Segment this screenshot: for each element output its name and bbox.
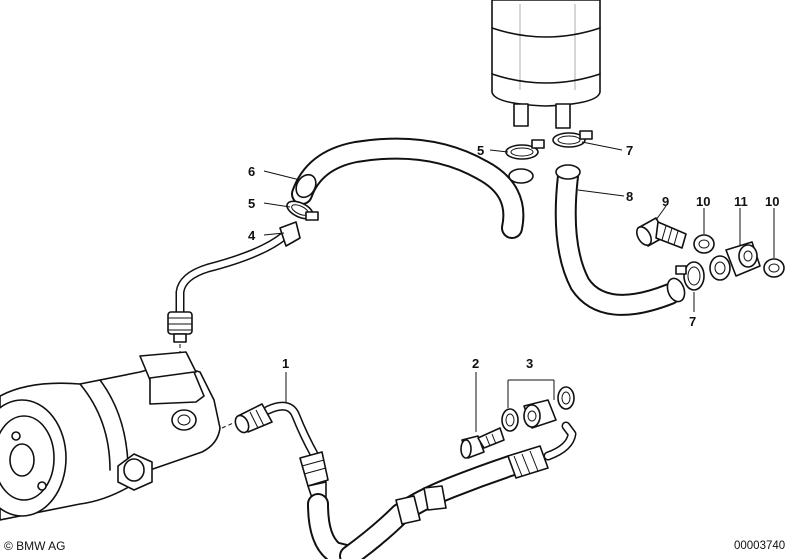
copyright-notice: © BMW AG	[4, 539, 66, 553]
banjo-bolt-9	[635, 217, 687, 249]
callout-2: 2	[472, 356, 479, 371]
callout-8: 8	[626, 189, 633, 204]
callout-11: 11	[734, 194, 748, 209]
callout-6: 6	[248, 164, 255, 179]
callout-5-upper: 5	[477, 143, 484, 158]
clamp-5-lower	[286, 200, 319, 221]
power-steering-pump	[0, 351, 221, 521]
hose-8	[554, 164, 686, 316]
callout-3: 3	[526, 356, 533, 371]
banjo-fitting-3	[501, 386, 575, 432]
callout-5-lower: 5	[248, 196, 255, 211]
callout-10-left: 10	[696, 194, 710, 209]
leader-lines	[263, 141, 775, 432]
clamp-7-upper	[552, 130, 593, 148]
callout-4: 4	[248, 228, 256, 243]
callout-9: 9	[662, 194, 669, 209]
fluid-reservoir	[491, 0, 601, 129]
pipe-4	[167, 221, 301, 343]
callout-7-lower: 7	[689, 314, 696, 329]
washer-10-right	[763, 258, 785, 278]
callout-1: 1	[282, 356, 289, 371]
clamp-7-lower	[675, 261, 705, 291]
callout-10-right: 10	[765, 194, 779, 209]
hose-6	[291, 137, 534, 239]
pressure-line-1	[234, 401, 577, 559]
document-number: 00003740	[734, 540, 786, 552]
callout-7-upper: 7	[626, 143, 633, 158]
callout-labels: 6 5 4 5 7 8 9 10 11 10 7 1 2 3	[248, 143, 779, 371]
banjo-fitting-11	[709, 241, 761, 281]
washer-10-left	[693, 234, 715, 254]
banjo-bolt-2	[460, 427, 505, 459]
clamp-5-upper	[505, 139, 545, 160]
